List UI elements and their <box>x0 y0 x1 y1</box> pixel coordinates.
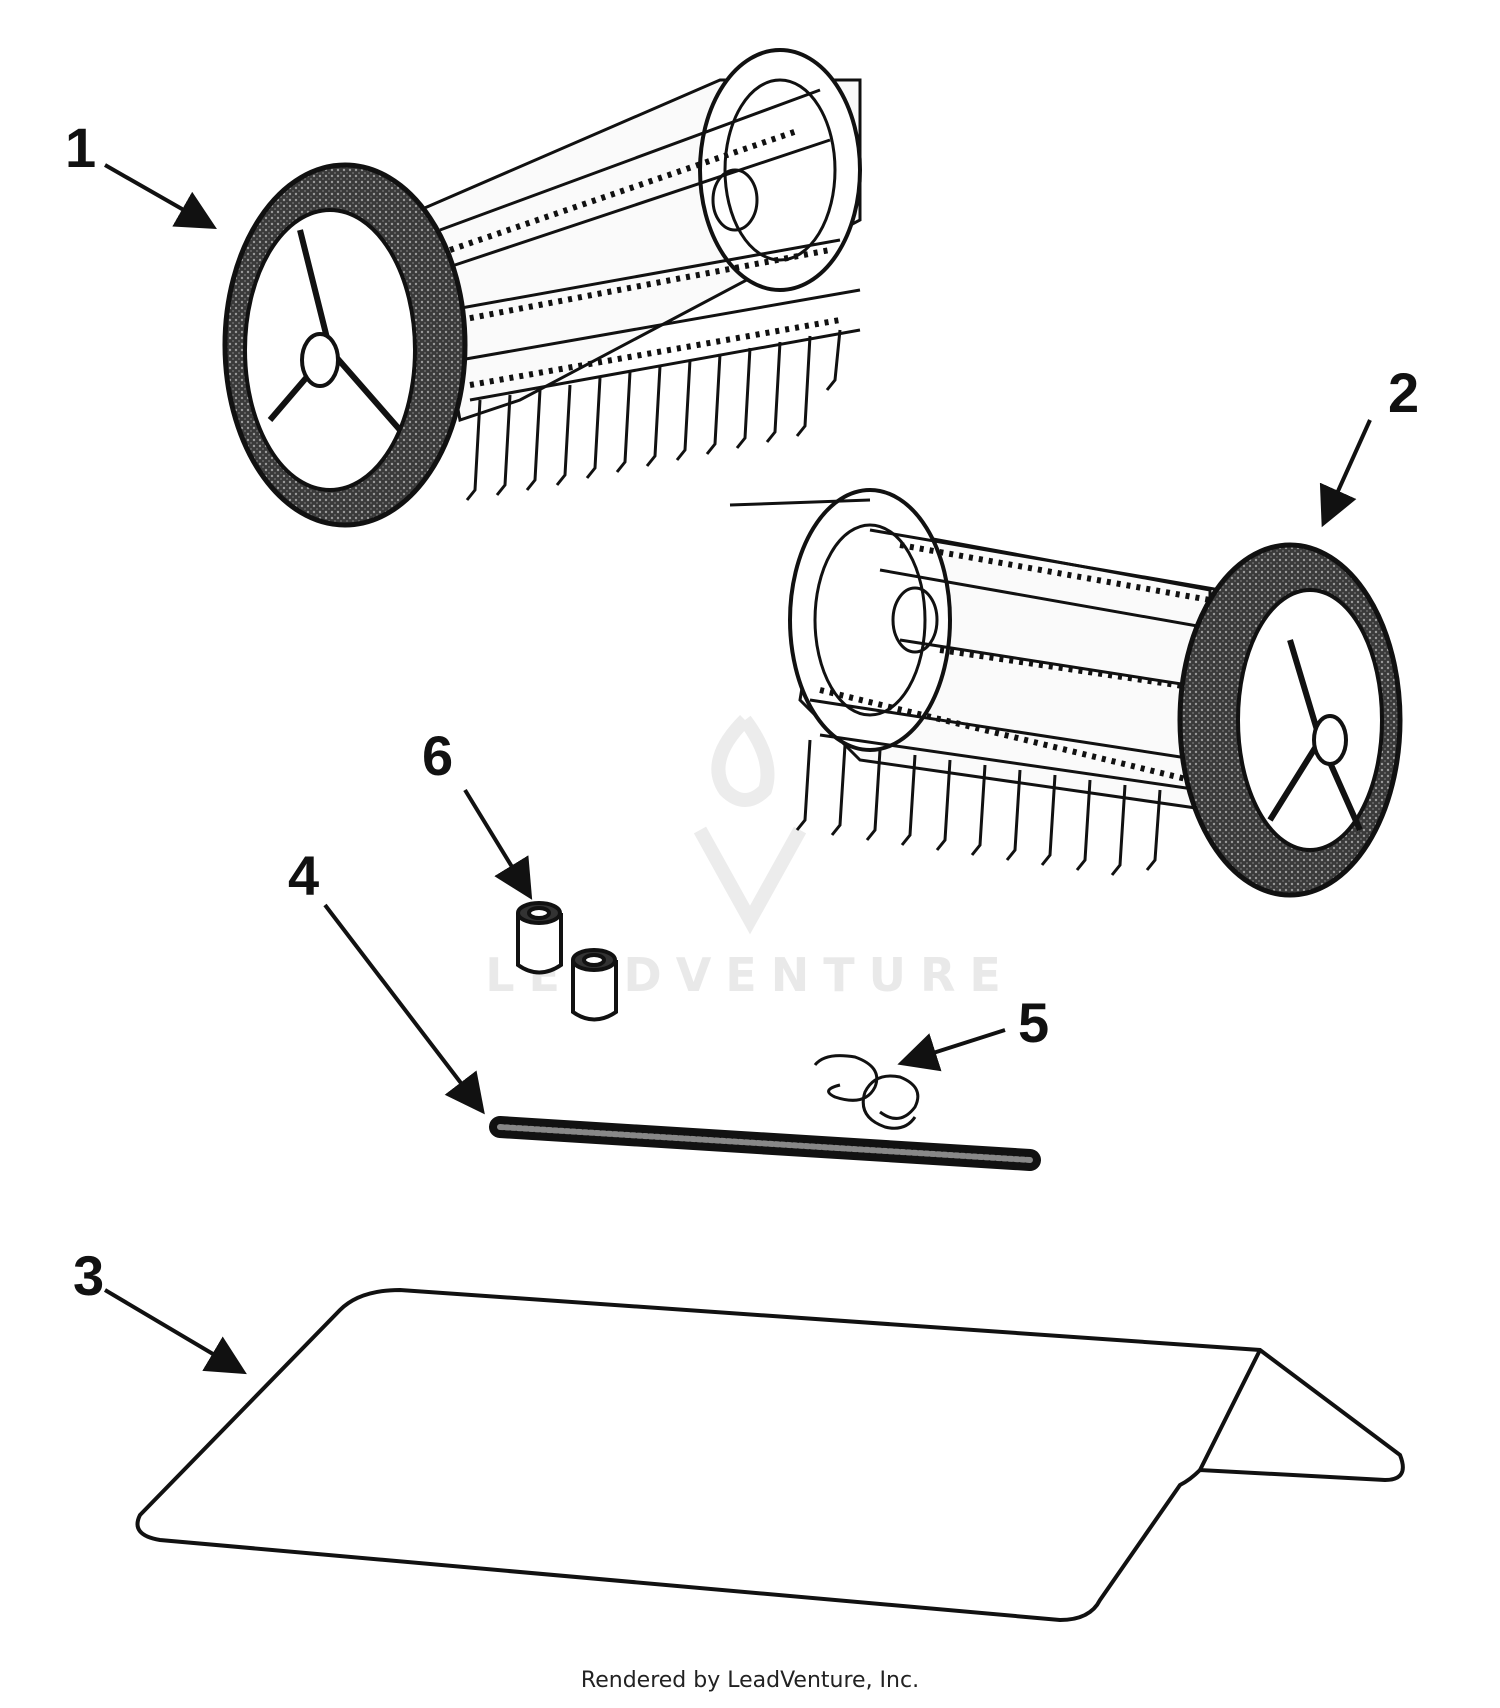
callout-1: 1 <box>65 116 97 179</box>
callout-4: 4 <box>288 844 320 907</box>
part-2-reel-assembly <box>729 488 1403 898</box>
part-3-cover <box>135 1287 1405 1623</box>
part-5-clips <box>813 1054 920 1130</box>
callout-6: 6 <box>422 724 454 787</box>
footer-credit: Rendered by LeadVenture, Inc. <box>580 1668 920 1693</box>
callout-2: 2 <box>1388 361 1420 424</box>
leader-arrows <box>103 163 1372 1375</box>
callout-3: 3 <box>73 1244 105 1307</box>
part-4-rod <box>489 1116 1041 1171</box>
part-1-reel-assembly <box>222 48 862 528</box>
callout-5: 5 <box>1018 991 1050 1054</box>
part-6-bushings <box>516 901 618 1022</box>
